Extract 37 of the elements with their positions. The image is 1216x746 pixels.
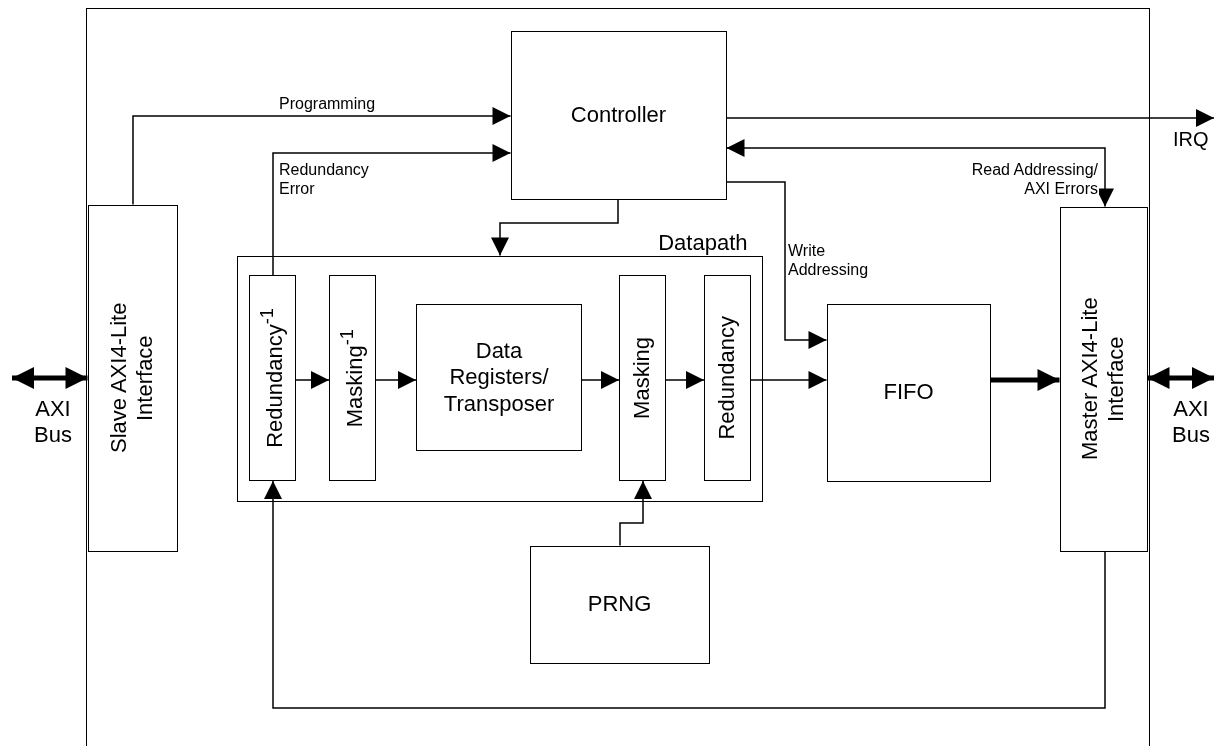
block-label: Master AXI4-Lite Interface: [1077, 296, 1130, 463]
arrow: [725, 181, 828, 349]
block-label: Redundancy: [714, 316, 741, 440]
bus-arrow: [12, 367, 88, 389]
arrow: [619, 480, 652, 547]
block-label: Data Registers/ Transposer: [442, 337, 556, 418]
block-box: [416, 304, 582, 451]
arrow: [272, 144, 512, 276]
block-box: [826, 303, 991, 482]
arrow: [581, 371, 620, 389]
arrow: [725, 139, 1114, 208]
bus-arrow: [990, 369, 1060, 391]
arrow: [264, 480, 1106, 709]
arrow: [725, 109, 1215, 127]
block-box: [619, 275, 666, 481]
block-box: [1059, 206, 1148, 552]
block-box: [704, 275, 751, 481]
block-box: [87, 204, 178, 552]
block-box: [510, 30, 727, 200]
block-label: Slave AXI4-Lite Interface: [106, 301, 159, 456]
outer-frame: [86, 8, 1150, 746]
group-title: Datapath: [658, 231, 748, 254]
block-box: [329, 275, 376, 481]
arrow: [295, 371, 330, 389]
block-label: Controller: [570, 101, 667, 129]
arrow: [750, 371, 828, 389]
block-label: Masking: [629, 337, 656, 419]
block-label: FIFO: [883, 379, 934, 406]
arrow: [491, 198, 619, 257]
arrow: [132, 107, 512, 206]
block-box: [529, 545, 710, 664]
block-label: PRNG: [587, 591, 652, 618]
bus-arrow: [1147, 367, 1214, 389]
arrow: [665, 371, 705, 389]
block-box: [249, 275, 296, 481]
edge-label: Programming: [278, 94, 377, 114]
arrow: [375, 371, 417, 389]
